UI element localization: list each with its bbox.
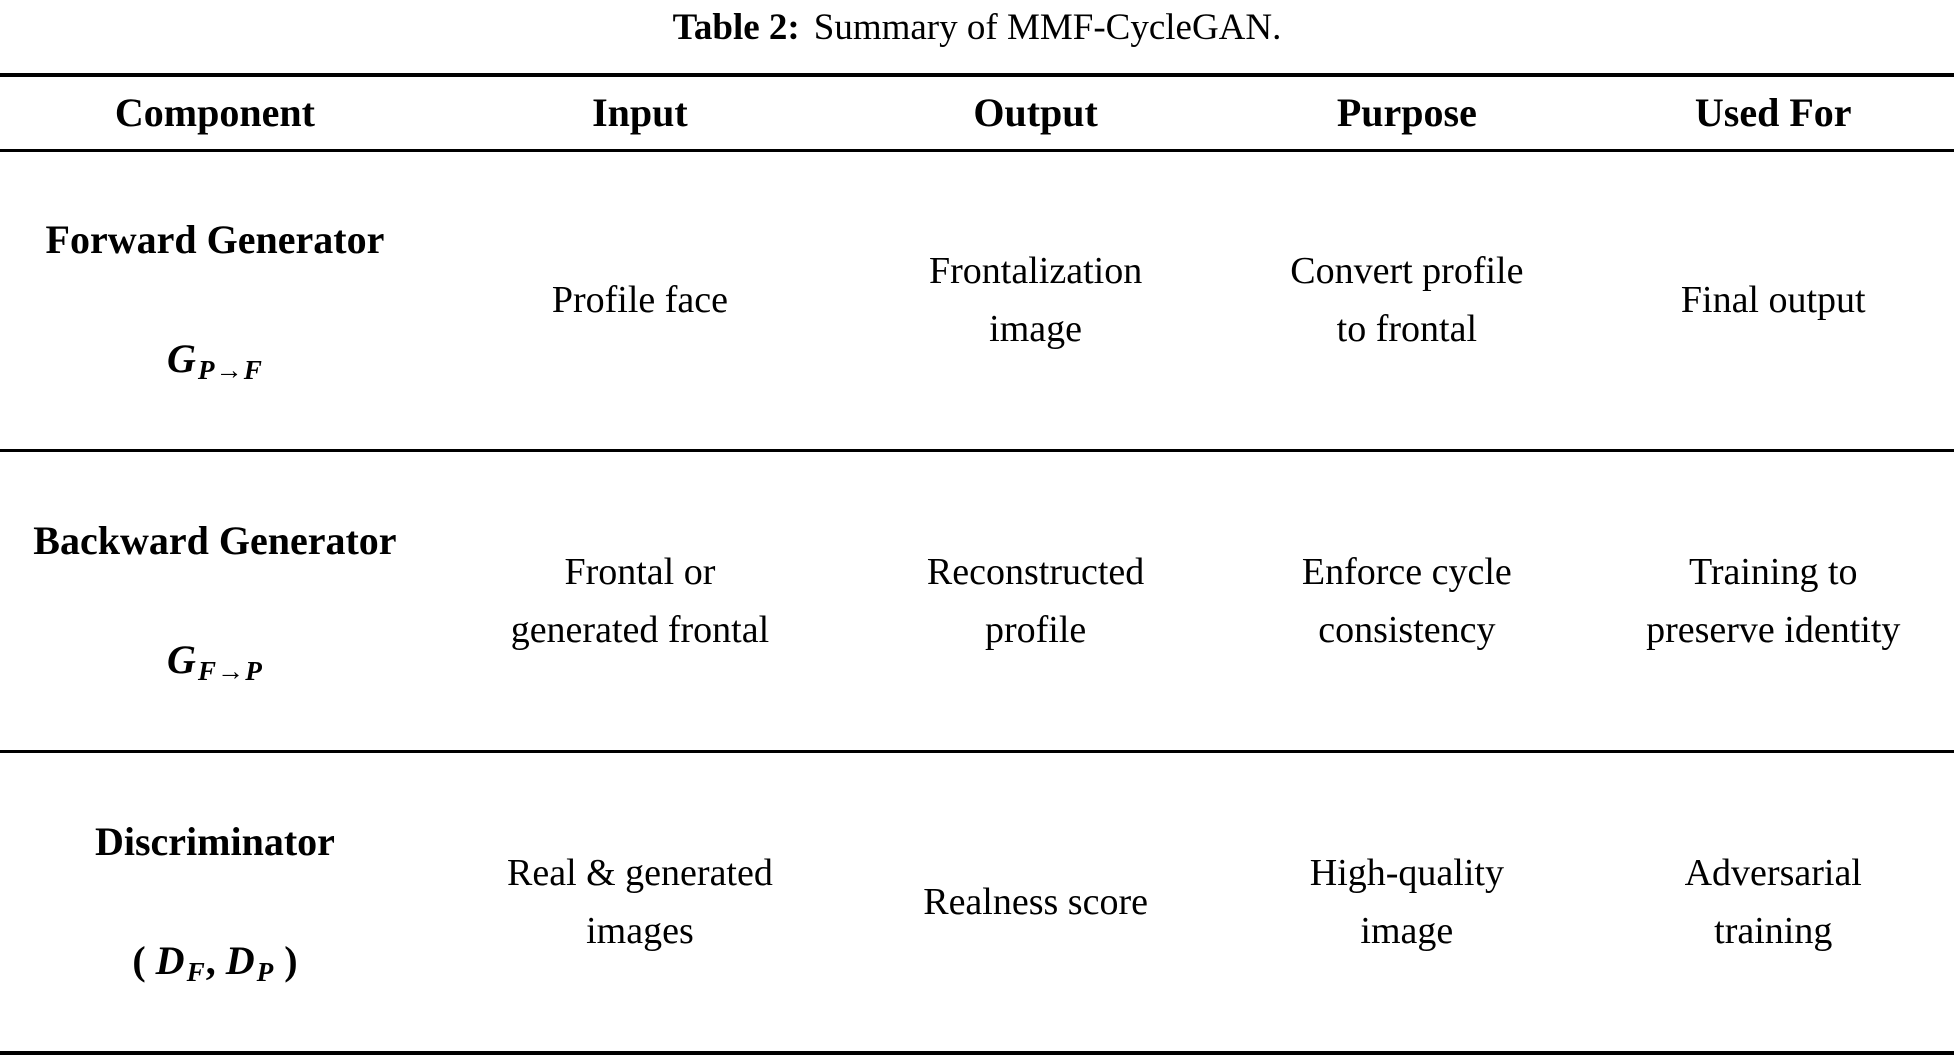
component-symbol: ( DF, DP ) [132, 938, 298, 987]
header-purpose: Purpose [1336, 90, 1477, 136]
header-used-for: Used For [1694, 90, 1852, 136]
cell-used-for: Training to preserve identity [1646, 550, 1901, 652]
cell-input: Profile face [551, 279, 729, 322]
cell-input: Frontal or generated frontal [510, 550, 770, 652]
component-symbol: GP→F [167, 336, 263, 385]
cell-purpose: High-quality image [1309, 851, 1504, 953]
summary-table: Component Input Output Purpose Used For … [0, 73, 1954, 1055]
component-name: Discriminator [94, 819, 335, 865]
table-header-row: Component Input Output Purpose Used For [0, 75, 1954, 150]
cell-output: Reconstructed profile [926, 550, 1145, 652]
cell-component: Forward Generator GP→F [0, 150, 430, 451]
table-caption-text: Summary of MMF-CycleGAN. [813, 7, 1282, 48]
component-name: Forward Generator [45, 217, 385, 263]
header-input: Input [592, 90, 688, 136]
cell-component: Discriminator ( DF, DP ) [0, 752, 430, 1053]
table-caption-label: Table 2: [672, 7, 800, 48]
table-row: Backward Generator GF→P Frontal or gener… [0, 451, 1954, 752]
component-name: Backward Generator [33, 518, 397, 564]
component-symbol: GF→P [167, 637, 263, 686]
cell-input: Real & generated images [506, 851, 773, 953]
cell-component: Backward Generator GF→P [0, 451, 430, 752]
cell-output: Realness score [923, 881, 1148, 924]
table-row: Discriminator ( DF, DP ) Real & generate… [0, 752, 1954, 1053]
cell-purpose: Convert profile to frontal [1290, 249, 1524, 351]
table-row: Forward Generator GP→F Profile face Fron… [0, 150, 1954, 451]
cell-used-for: Final output [1680, 279, 1866, 322]
header-component: Component [114, 90, 315, 136]
cell-purpose: Enforce cycle consistency [1301, 550, 1512, 652]
cell-used-for: Adversarial training [1684, 851, 1862, 953]
cell-output: Frontalization image [929, 249, 1143, 351]
table-caption: Table 2: Summary of MMF-CycleGAN. [0, 0, 1954, 73]
header-output: Output [973, 90, 1098, 136]
